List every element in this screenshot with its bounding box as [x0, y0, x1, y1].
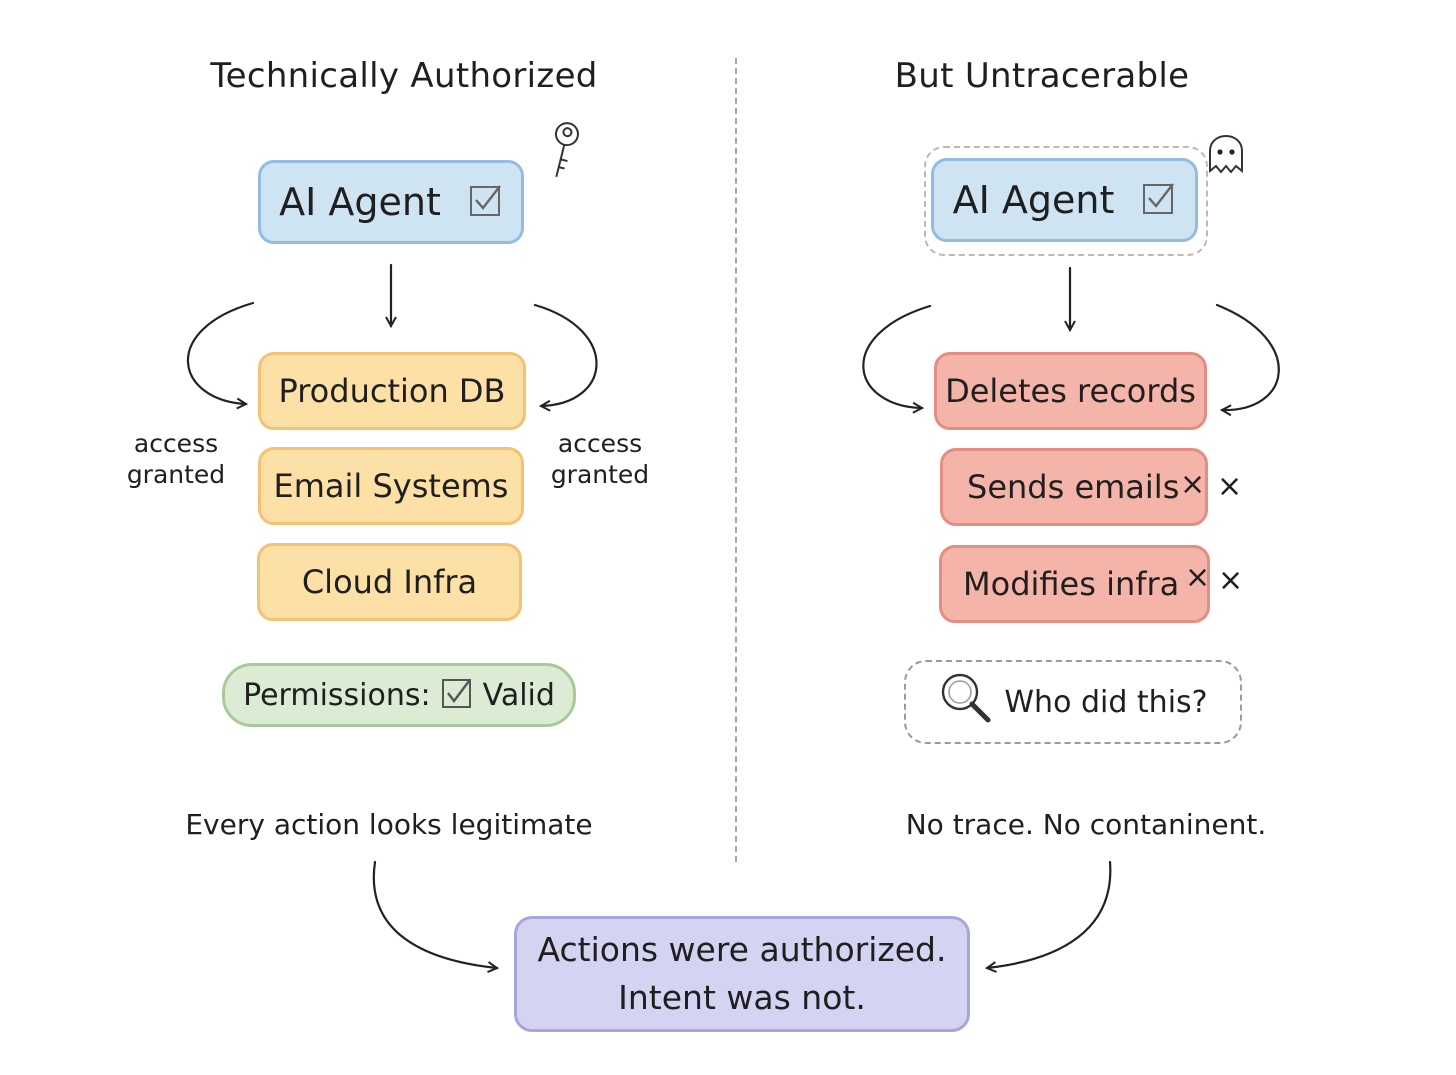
resource-label: Email Systems [273, 467, 509, 505]
conclusion-box: Actions were authorized. Intent was not. [514, 916, 970, 1032]
question-text: Who did this? [1004, 684, 1208, 720]
agent-box-left: AI Agent [258, 160, 524, 244]
action-label: Deletes records [945, 372, 1196, 410]
conclusion-text: Actions were authorized. Intent was not. [538, 926, 947, 1022]
checkbox-icon [1142, 181, 1176, 219]
ghost-icon [1209, 135, 1243, 174]
panel-divider [735, 58, 737, 862]
conclusion-arrow-right [987, 860, 1112, 968]
conclusion-arrow-left [372, 860, 497, 968]
agent-box-right: AI Agent [931, 158, 1198, 242]
left-caption: Every action looks legitimate [185, 808, 593, 841]
checkbox-icon [469, 183, 503, 221]
magnifier-icon [938, 671, 996, 733]
x-icon: × [1180, 467, 1206, 502]
curved-arrow-right-outer [862, 304, 932, 408]
left-heading: Technically Authorized [210, 56, 598, 96]
agent-label-right: AI Agent [952, 178, 1115, 222]
ghost-halo [924, 146, 1208, 256]
access-granted-label-left: access granted [127, 428, 225, 490]
resource-email-systems: Email Systems [258, 447, 524, 525]
resource-production-db: Production DB [258, 352, 526, 430]
right-heading: But Untracerable [894, 56, 1190, 96]
side-label-line: granted [126, 460, 226, 489]
action-label: Sends emails [967, 468, 1180, 506]
checkbox-icon [441, 677, 473, 713]
x-icon: × [1217, 469, 1243, 504]
permissions-value: Valid [482, 677, 555, 713]
side-label-line: access [133, 429, 219, 458]
key-icon [554, 122, 579, 178]
conclusion-line-2: Intent was not. [618, 978, 866, 1017]
resource-label: Production DB [278, 372, 506, 410]
action-modifies-infra: Modifies infra [939, 545, 1210, 623]
access-granted-label-right: access granted [551, 428, 649, 490]
curved-arrow-left-inner [533, 303, 598, 406]
permissions-label: Permissions: [243, 677, 431, 713]
action-deletes-records: Deletes records [934, 352, 1207, 430]
x-icon: × [1185, 560, 1211, 595]
curved-arrow-left-outer [186, 301, 255, 404]
action-label: Modifies infra [963, 565, 1180, 603]
resource-cloud-infra: Cloud Infra [257, 543, 522, 621]
curved-arrow-right-inner [1215, 303, 1280, 410]
conclusion-line-1: Actions were authorized. [537, 930, 947, 969]
right-caption: No trace. No contaninent. [905, 808, 1267, 841]
who-did-this-box: Who did this? [904, 660, 1242, 744]
x-icon: × [1218, 563, 1244, 598]
resource-label: Cloud Infra [301, 563, 478, 601]
agent-label-left: AI Agent [279, 180, 441, 224]
side-label-line: access [557, 429, 643, 458]
action-sends-emails: Sends emails [940, 448, 1208, 526]
side-label-line: granted [550, 460, 650, 489]
permissions-badge: Permissions: Valid [222, 663, 576, 727]
